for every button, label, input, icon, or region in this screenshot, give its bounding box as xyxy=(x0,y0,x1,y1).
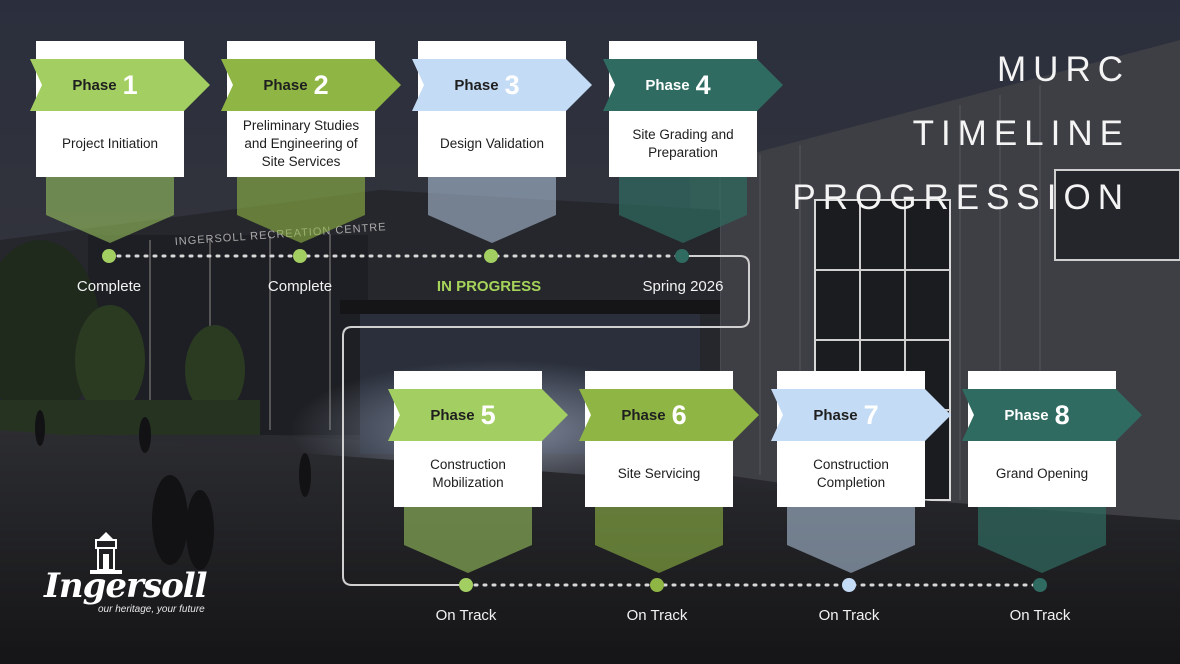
milestone-dot-8 xyxy=(1033,578,1047,592)
phase-5-status: On Track xyxy=(435,607,497,624)
phase-5-description: Construction Mobilization xyxy=(430,457,506,490)
phase-8-status: On Track xyxy=(1009,607,1071,624)
phase-8-label: Phase 8 xyxy=(962,389,1112,441)
phase-card-2: Phase 2 Preliminary Studies and Engineer… xyxy=(221,41,411,251)
phase-6-label: Phase 6 xyxy=(579,389,729,441)
phase-6-description: Site Servicing xyxy=(617,466,701,481)
milestone-dot-5 xyxy=(459,578,473,592)
phase-7-shield xyxy=(787,507,915,573)
phase-2-label: Phase 2 xyxy=(221,59,371,111)
phase-3-status: IN PROGRESS xyxy=(436,278,542,295)
logo-tagline: our heritage, your future xyxy=(98,604,205,615)
milestone-dot-7 xyxy=(842,578,856,592)
phase-3-description: Design Validation xyxy=(439,136,545,151)
phase-4-description: Site Grading and Preparation xyxy=(632,127,734,160)
phase-card-7: Phase 7 Construction Completion xyxy=(771,371,961,581)
logo-wordmark: Ingersoll xyxy=(44,566,208,606)
phase-card-4: Phase 4 Site Grading and Preparation xyxy=(603,41,793,251)
phase-2-chevron xyxy=(221,59,401,111)
phase-4-label: Phase 4 xyxy=(603,59,753,111)
phase-8-shield xyxy=(978,507,1106,573)
phase-7-status: On Track xyxy=(818,607,880,624)
milestone-dot-6 xyxy=(650,578,664,592)
phase-5-chevron xyxy=(388,389,568,441)
phase-1-word: Phase xyxy=(72,76,117,94)
phase-6-word: Phase xyxy=(621,406,666,424)
phase-8-chevron xyxy=(962,389,1142,441)
phase-2-word: Phase xyxy=(263,76,308,94)
phase-8-description: Grand Opening xyxy=(995,466,1089,481)
phase-6-status: On Track xyxy=(626,607,688,624)
phase-4-status: Spring 2026 xyxy=(642,278,724,295)
phase-1-chevron xyxy=(30,59,210,111)
timeline-solid-connector xyxy=(342,255,750,586)
phase-2-shield xyxy=(237,177,365,243)
phase-card-5: Phase 5 Construction Mobilization xyxy=(388,371,578,581)
phase-7-description: Construction Completion xyxy=(813,457,889,490)
milestone-dot-3 xyxy=(484,249,498,263)
phase-3-chevron xyxy=(412,59,592,111)
phase-3-number: 3 xyxy=(504,69,520,100)
phase-3-shield xyxy=(428,177,556,243)
phase-card-1: Phase 1 Project Initiation xyxy=(30,41,220,251)
title-line-3: PROGRESSION xyxy=(792,178,1130,217)
title-line-1: MURC xyxy=(997,50,1130,89)
phase-2-status: Complete xyxy=(267,278,333,295)
phase-8-word: Phase xyxy=(1004,406,1049,424)
milestone-dot-4 xyxy=(675,249,689,263)
phase-1-description: Project Initiation xyxy=(61,136,159,151)
phase-6-shield xyxy=(595,507,723,573)
phase-5-shield xyxy=(404,507,532,573)
phase-6-chevron xyxy=(579,389,759,441)
phase-4-chevron xyxy=(603,59,783,111)
milestone-dot-2 xyxy=(293,249,307,263)
phase-1-label: Phase 1 xyxy=(30,59,180,111)
title-line-2: TIMELINE xyxy=(912,114,1130,153)
phase-3-label: Phase 3 xyxy=(412,59,562,111)
milestone-dot-1 xyxy=(102,249,116,263)
phase-card-6: Phase 6 Site Servicing xyxy=(579,371,769,581)
phase-3-word: Phase xyxy=(454,76,499,94)
phase-card-8: Phase 8 Grand Opening xyxy=(962,371,1152,581)
phase-6-number: 6 xyxy=(671,399,687,430)
phase-5-number: 5 xyxy=(480,399,496,430)
phase-1-number: 1 xyxy=(122,69,138,100)
phase-5-word: Phase xyxy=(430,406,475,424)
phase-1-shield xyxy=(46,177,174,243)
ingersoll-logo: Ingersoll our heritage, your future xyxy=(40,532,210,622)
town-hall-icon xyxy=(90,532,122,574)
phase-4-number: 4 xyxy=(695,69,711,100)
phase-7-chevron xyxy=(771,389,951,441)
phase-1-status: Complete xyxy=(76,278,142,295)
phase-2-description: Preliminary Studies and Engineering of S… xyxy=(242,118,360,169)
phase-7-label: Phase 7 xyxy=(771,389,921,441)
phase-5-label: Phase 5 xyxy=(388,389,538,441)
phase-2-number: 2 xyxy=(313,69,329,100)
phase-4-shield xyxy=(619,177,747,243)
phase-card-3: Phase 3 Design Validation xyxy=(412,41,602,251)
phase-7-word: Phase xyxy=(813,406,858,424)
phase-8-number: 8 xyxy=(1054,399,1070,430)
phase-7-number: 7 xyxy=(863,399,879,430)
phase-4-word: Phase xyxy=(645,76,690,94)
